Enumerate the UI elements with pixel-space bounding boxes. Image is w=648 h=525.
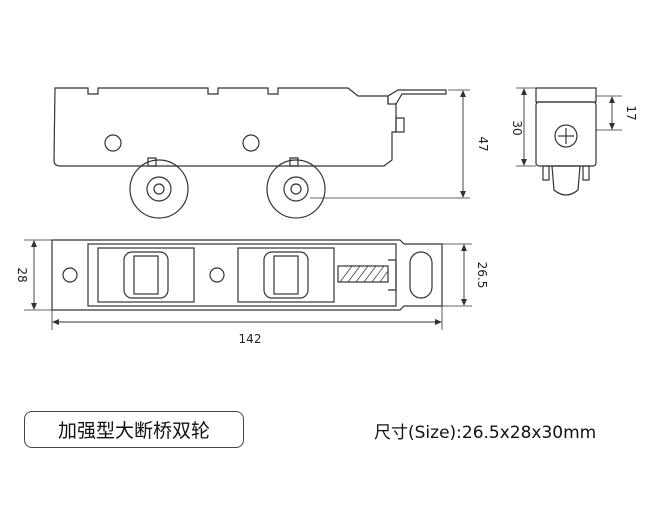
top-view-hatched-block [337, 265, 389, 283]
end-view-top-plate [535, 87, 597, 103]
end-view [516, 87, 622, 196]
dimension-arrows [31, 88, 615, 325]
top-view [24, 239, 472, 330]
end-height-label: 30 [510, 120, 524, 135]
top-view-wheel-1-inner [133, 255, 159, 295]
end-view-lug-right [582, 165, 590, 181]
top-view-slot [409, 251, 433, 299]
product-name-box: 加强型大断桥双轮 [24, 411, 244, 448]
top-view-hole-1 [62, 267, 78, 283]
side-view-body [53, 87, 397, 167]
top-view-hole-2 [209, 267, 225, 283]
product-name: 加强型大断桥双轮 [57, 420, 210, 442]
hatch-lines [339, 265, 389, 283]
top-view-carriage-2 [237, 247, 335, 303]
end-view-wheel [551, 165, 581, 196]
side-view-wheel-1-hub [153, 183, 165, 195]
side-view-hole-2 [242, 134, 260, 152]
side-view-hole-1 [104, 134, 122, 152]
side-view [53, 87, 470, 219]
length-label: 142 [239, 332, 262, 346]
top-view-clip [388, 259, 397, 291]
side-view-wheel-2-inner [283, 176, 309, 202]
top-view-wheel-2 [263, 251, 309, 299]
end-view-screw [554, 124, 578, 148]
side-view-wheel-bracket-1 [147, 157, 157, 167]
side-view-wheel-bracket-2 [289, 157, 299, 167]
side-view-screw [395, 117, 405, 133]
size-label: 尺寸(Size):26.5x28x30mm [374, 423, 597, 443]
end-view-lug-left [542, 165, 550, 181]
top-view-carriage-1 [97, 247, 195, 303]
side-view-top-lip [387, 89, 447, 105]
top-right-label: 26.5 [475, 262, 489, 289]
top-view-wheel-1 [123, 251, 169, 299]
top-view-wheel-2-inner [273, 255, 299, 295]
side-view-wheel-2 [266, 159, 326, 219]
side-view-wheel-1 [129, 159, 189, 219]
end-top-label: 17 [624, 105, 638, 120]
side-view-wheel-2-hub [290, 183, 302, 195]
side-height-label: 47 [476, 136, 490, 151]
top-width-label: 28 [15, 267, 29, 282]
side-view-wheel-1-inner [146, 176, 172, 202]
top-view-outline [51, 239, 443, 311]
